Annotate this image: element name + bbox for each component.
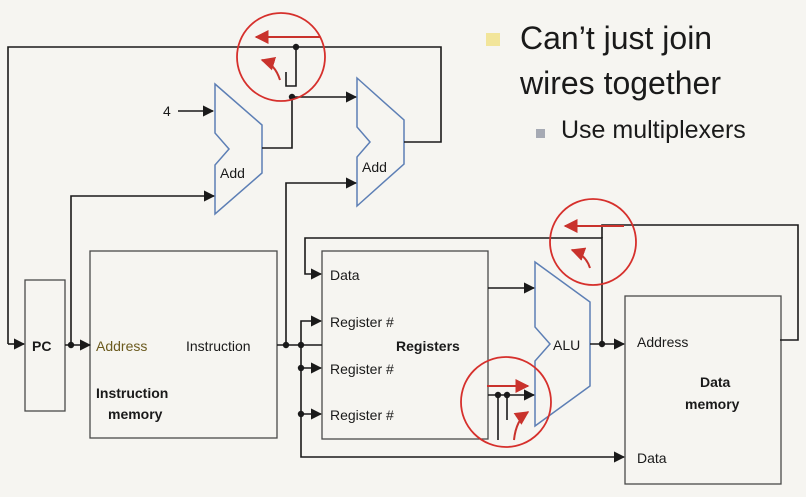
dmem-title-2: memory — [685, 396, 740, 412]
adder-2 — [356, 76, 405, 208]
instruction-memory — [89, 250, 278, 439]
data-memory — [624, 295, 782, 485]
reg-data-label: Data — [330, 267, 360, 283]
registers-title: Registers — [396, 338, 460, 354]
dmem-address-label: Address — [637, 334, 688, 350]
highlight-circle-bottom — [460, 356, 552, 448]
highlight-circle-right — [549, 198, 637, 286]
dmem-data-label: Data — [637, 450, 667, 466]
imem-title-1: Instruction — [96, 385, 168, 401]
reg-num2-label: Register # — [330, 361, 394, 377]
alu-label: ALU — [553, 337, 580, 353]
bullet-square-sub — [536, 129, 545, 138]
pc-label: PC — [32, 338, 51, 354]
bullet-sub-text: Use multiplexers — [561, 116, 746, 144]
imem-address-label: Address — [96, 338, 147, 354]
bullet-main-text: Can’t just join wires together — [520, 16, 721, 106]
dmem-title-1: Data — [700, 374, 731, 390]
const-four-label: 4 — [163, 103, 171, 119]
highlight-circle-top — [236, 12, 326, 102]
adder-1 — [214, 82, 263, 216]
bullet-main-line2: wires together — [520, 65, 721, 101]
imem-instruction-label: Instruction — [186, 338, 251, 354]
imem-title-2: memory — [108, 406, 163, 422]
junction-dots — [67, 43, 606, 418]
conflict-highlights — [236, 12, 637, 448]
adder-2-label: Add — [362, 159, 387, 175]
reg-num3-label: Register # — [330, 407, 394, 423]
pc-register — [24, 279, 66, 412]
bullet-main-line1: Can’t just join — [520, 20, 713, 56]
adder-1-label: Add — [220, 165, 245, 181]
reg-num1-label: Register # — [330, 314, 394, 330]
wires — [7, 46, 799, 463]
bullet-square-main — [486, 33, 500, 46]
